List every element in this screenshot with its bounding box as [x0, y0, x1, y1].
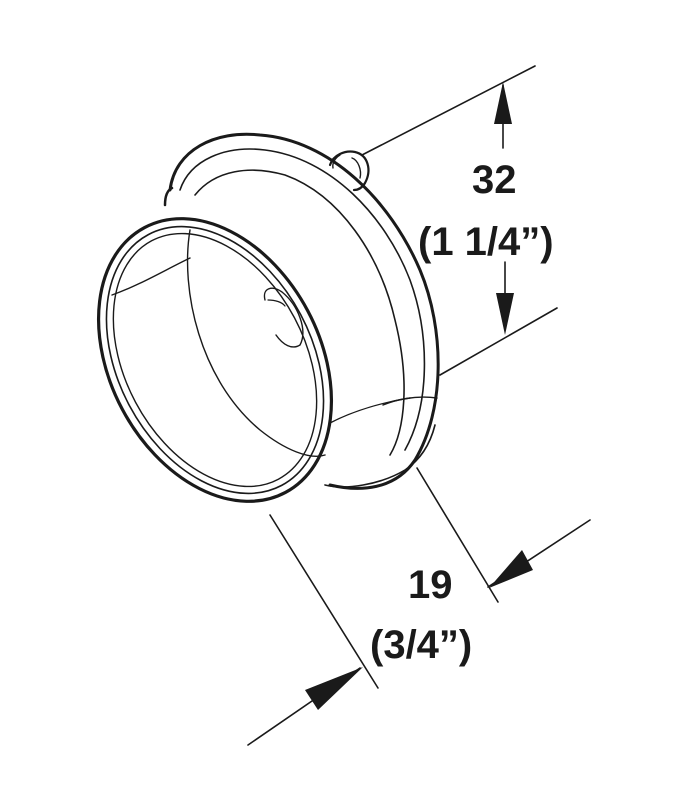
- flange: [163, 132, 440, 490]
- mounting-pin: [328, 150, 370, 192]
- dimension-height: [361, 65, 558, 376]
- dimension-depth: [247, 467, 591, 746]
- cup: [96, 217, 411, 503]
- height-metric-label: 32: [472, 158, 517, 202]
- height-imperial-label: (1 1/4”): [418, 220, 554, 264]
- depth-imperial-label: (3/4”): [370, 623, 473, 667]
- depth-metric-label: 19: [408, 563, 453, 607]
